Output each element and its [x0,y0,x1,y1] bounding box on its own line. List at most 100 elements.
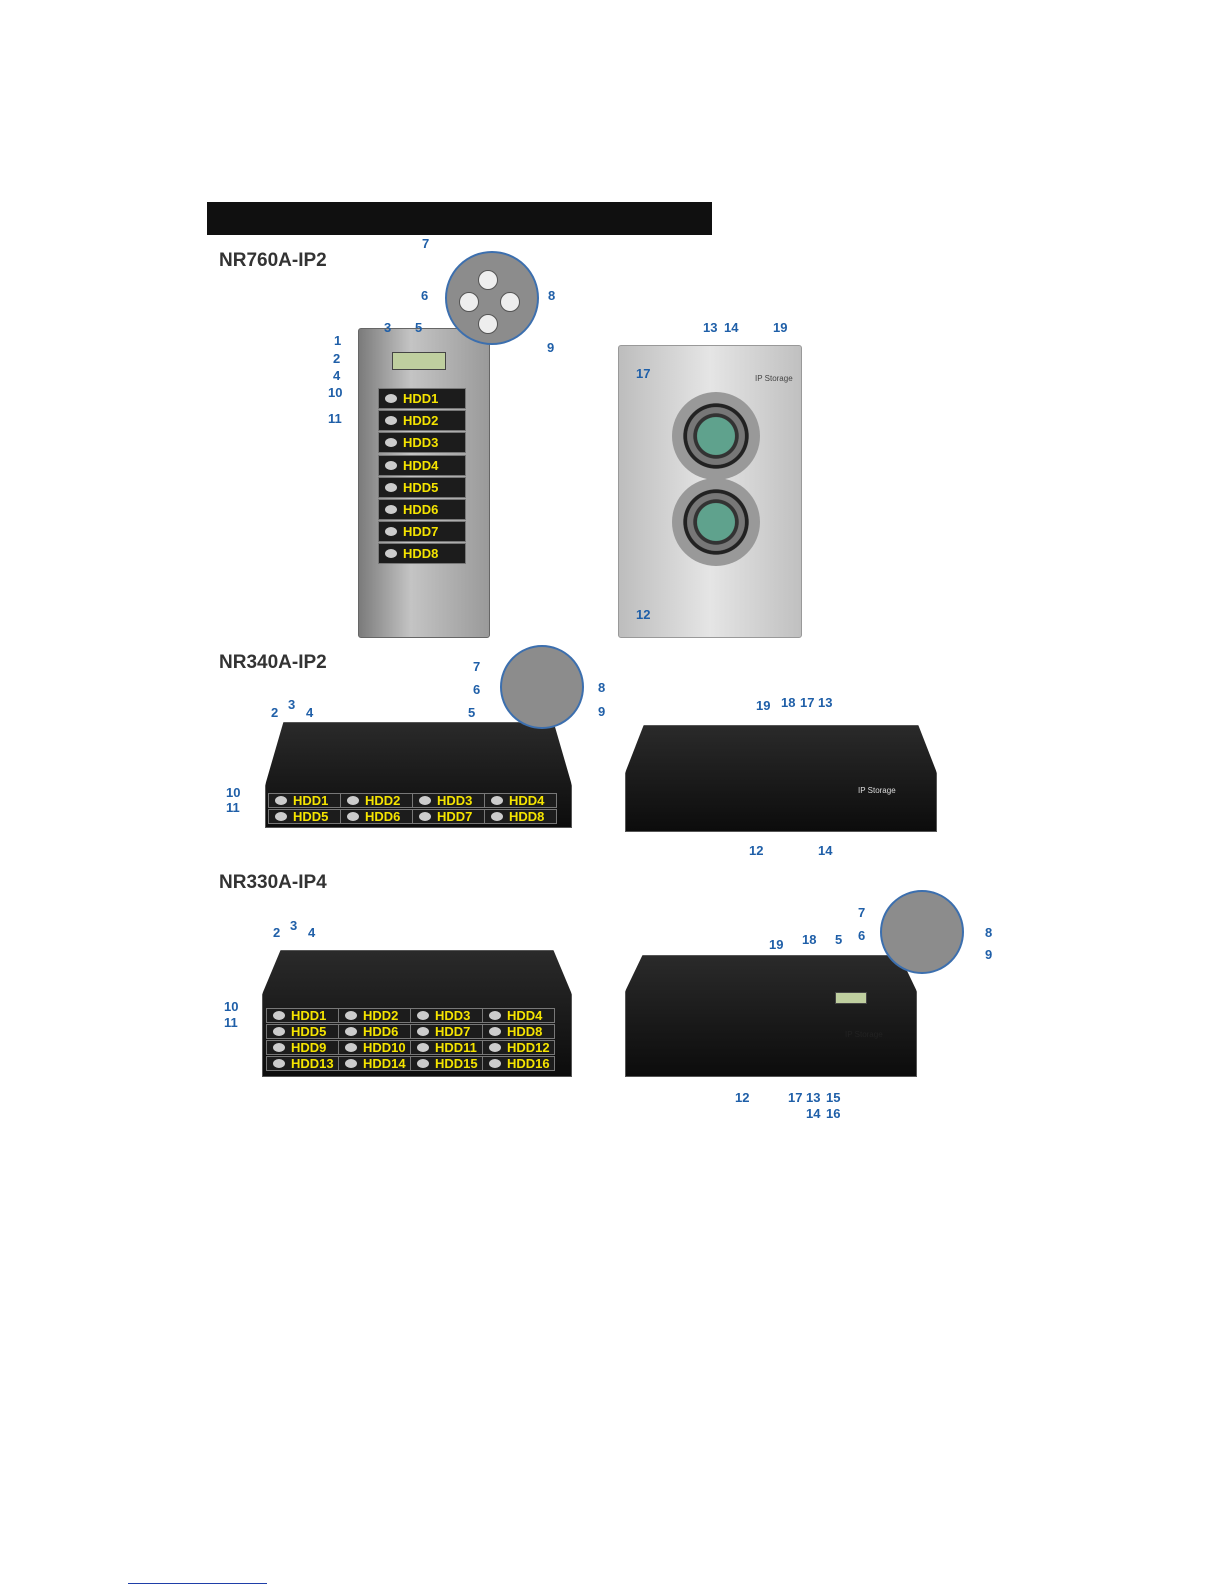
hdd-bay[interactable]: HDD6 [340,809,413,824]
hdd-label: HDD9 [291,1040,327,1055]
hdd-bay[interactable]: HDD3 [410,1008,483,1023]
callout-number: 14 [806,1106,821,1121]
hdd-label: HDD5 [293,809,329,824]
drive-latch-icon [417,1043,429,1052]
hdd-label: HDD6 [363,1024,399,1039]
drive-latch-icon [385,527,397,537]
hdd-bay[interactable]: HDD10 [338,1040,411,1055]
callout-number: 18 [802,932,817,947]
panel-button-icon [478,270,498,290]
model-title-nr340: NR340A-IP2 [219,652,327,673]
hdd-bay[interactable]: HDD1 [268,793,341,808]
callout-number: 17 [800,695,815,710]
hdd-bay[interactable]: HDD3 [378,432,466,454]
hdd-bay[interactable]: HDD12 [482,1040,555,1055]
hdd-label: HDD11 [435,1040,477,1055]
hdd-bay[interactable]: HDD6 [378,499,466,520]
hdd-bay[interactable]: HDD5 [378,476,466,498]
hdd-label: HDD1 [403,391,439,406]
hdd-bay[interactable]: HDD7 [412,809,485,824]
hdd-bay[interactable]: HDD2 [340,793,413,808]
drive-latch-icon [345,1027,357,1036]
callout-number: 8 [598,680,606,695]
hdd-label: HDD6 [403,502,439,517]
callout-number: 13 [703,320,718,335]
hdd-label: HDD7 [437,809,473,824]
drive-latch-icon [489,1043,501,1052]
nr340-button-zoom [500,645,584,729]
hdd-bay[interactable]: HDD11 [410,1040,483,1055]
hdd-bay[interactable]: HDD1 [378,388,466,409]
drive-latch-icon [489,1059,501,1068]
hdd-label: HDD16 [507,1056,550,1071]
callout-number: 19 [756,698,771,713]
callout-number: 3 [288,697,296,712]
callout-number: 7 [473,659,481,674]
hdd-bay[interactable]: HDD16 [482,1056,555,1071]
callout-number: 14 [818,843,833,858]
callout-number: 14 [724,320,739,335]
hdd-bay[interactable]: HDD7 [410,1024,483,1039]
callout-number: 2 [273,925,281,940]
drive-latch-icon [385,460,397,470]
hdd-bay[interactable]: HDD4 [484,793,557,808]
callout-number: 6 [858,928,866,943]
callout-number: 5 [468,705,476,720]
callout-number: 3 [290,918,298,933]
drive-latch-icon [419,796,431,805]
callout-number: 3 [384,320,392,335]
hdd-bay[interactable]: HDD8 [484,809,557,824]
hdd-bay[interactable]: HDD5 [266,1024,339,1039]
callout-number: 2 [271,705,279,720]
hdd-bay[interactable]: HDD4 [482,1008,555,1023]
hdd-label: HDD12 [507,1040,550,1055]
footer-link-underline[interactable] [128,1583,267,1584]
drive-latch-icon [489,1027,501,1036]
callout-number: 9 [598,704,606,719]
drive-latch-icon [417,1059,429,1068]
drive-latch-icon [347,796,359,805]
hdd-bay[interactable]: HDD1 [266,1008,339,1023]
hdd-label: HDD3 [437,793,473,808]
drive-latch-icon [491,796,503,805]
rear-brand-label: IP Storage [755,374,793,383]
hdd-bay[interactable]: HDD3 [412,793,485,808]
callout-number: 11 [226,800,240,815]
hdd-bay[interactable]: HDD8 [378,543,466,565]
hdd-bay[interactable]: HDD13 [266,1056,339,1071]
callout-number: 12 [735,1090,750,1105]
hdd-label: HDD7 [403,524,439,540]
hdd-bay[interactable]: HDD2 [338,1008,411,1023]
hdd-bay[interactable]: HDD15 [410,1056,483,1071]
callout-number: 4 [308,925,316,940]
callout-number: 9 [547,340,555,355]
hdd-bay[interactable]: HDD6 [338,1024,411,1039]
hdd-bay[interactable]: HDD4 [378,454,466,476]
hdd-bay[interactable]: HDD7 [378,521,466,543]
drive-latch-icon [417,1011,429,1020]
callout-number: 11 [224,1015,238,1030]
hdd-bay[interactable]: HDD2 [378,410,466,432]
callout-number: 16 [826,1106,841,1121]
drive-latch-icon [385,438,397,448]
callout-number: 19 [773,320,788,335]
hdd-label: HDD1 [291,1008,327,1023]
callout-number: 6 [473,682,481,697]
rear-brand-label: IP Storage [858,786,896,795]
callout-number: 13 [806,1090,821,1105]
drive-latch-icon [385,394,397,403]
hdd-bay[interactable]: HDD14 [338,1056,411,1071]
hdd-bay[interactable]: HDD8 [482,1024,555,1039]
hdd-label: HDD2 [365,793,401,808]
callout-number: 18 [781,695,796,710]
hdd-label: HDD8 [509,809,545,824]
callout-number: 11 [328,411,342,426]
callout-number: 1 [334,333,342,348]
callout-number: 10 [328,385,343,400]
hdd-label: HDD2 [363,1008,399,1023]
hdd-bay[interactable]: HDD5 [268,809,341,824]
hdd-label: HDD2 [403,413,439,429]
callout-number: 8 [985,925,993,940]
hdd-bay[interactable]: HDD9 [266,1040,339,1055]
drive-latch-icon [345,1059,357,1068]
